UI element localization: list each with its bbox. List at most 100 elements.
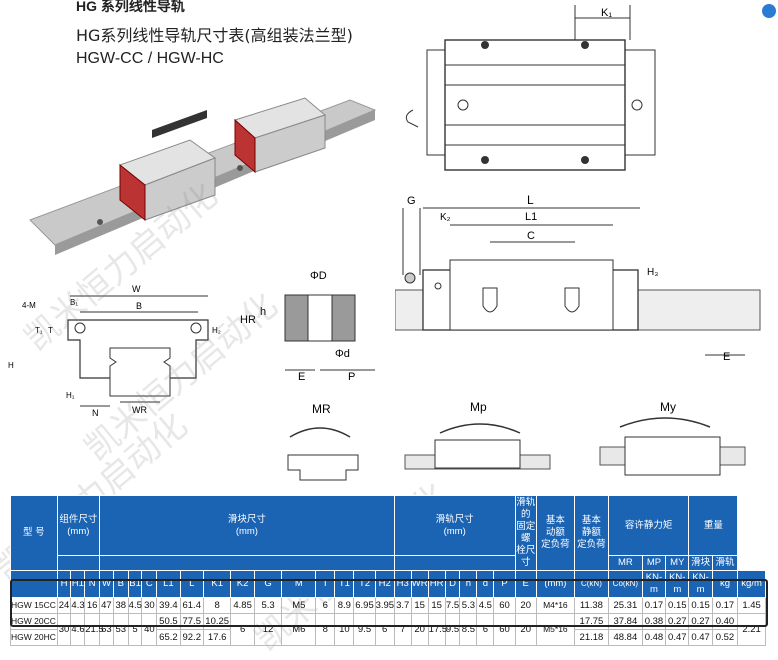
wr-label: WR bbox=[132, 405, 147, 415]
th-mp: MP bbox=[641, 555, 667, 571]
page-title: HG 系列线性导轨 bbox=[76, 0, 185, 14]
e-left-label: E bbox=[298, 371, 305, 383]
cell-bolt: M4*16 bbox=[535, 597, 575, 614]
cell-d: 4.5 bbox=[476, 597, 495, 614]
p-label: P bbox=[348, 371, 355, 383]
h1-label: H₁ bbox=[66, 391, 75, 400]
th-model: 型 号 bbox=[10, 495, 58, 571]
cell-C: 40 bbox=[141, 613, 158, 646]
th-sub-0: H bbox=[56, 570, 72, 598]
th-sub-1: H1 bbox=[70, 570, 86, 598]
cell-rail: 1.45 bbox=[737, 597, 766, 614]
th-rail: 滑轨尺寸 (mm) bbox=[393, 495, 516, 556]
cell-C_kN: 21.18 bbox=[573, 629, 609, 646]
th-sub-27: Co(kN) bbox=[607, 570, 643, 598]
th-sub-31: kg bbox=[711, 570, 739, 598]
th-sub-12: M bbox=[281, 570, 317, 598]
l1-label: L1 bbox=[525, 211, 537, 223]
cell-C: 30 bbox=[141, 597, 158, 614]
th-sub-25: (mm) bbox=[535, 570, 575, 598]
mr-label: MR bbox=[312, 402, 331, 416]
th-sub-16: H2 bbox=[374, 570, 395, 598]
n-label: N bbox=[92, 408, 99, 418]
cell-MY: 0.47 bbox=[688, 629, 713, 646]
cell-model: HGW 20CC bbox=[10, 613, 58, 630]
th-sub-26: C(kN) bbox=[573, 570, 609, 598]
cell-L1: 50.5 bbox=[156, 613, 181, 630]
cell-bolt: M5*16 bbox=[535, 613, 575, 646]
cell-MP: 0.27 bbox=[665, 613, 690, 630]
cell-W: 63 bbox=[99, 613, 114, 646]
th-sub-6: C bbox=[141, 570, 158, 598]
cell-K1: 8 bbox=[202, 597, 232, 614]
k2-label: K₂ bbox=[440, 212, 451, 223]
cell-H3: 3.7 bbox=[393, 597, 412, 614]
cell-L1: 39.4 bbox=[156, 597, 181, 614]
cell-C_kN: 11.38 bbox=[573, 597, 609, 614]
cell-B: 53 bbox=[112, 613, 129, 646]
spec-table: 型 号 组件尺寸 (mm) 滑块尺寸 (mm) 滑轨尺寸 (mm) 滑轨的 固定… bbox=[10, 495, 766, 646]
th-rail-w: 滑轨 bbox=[711, 555, 739, 571]
th-mr: MR bbox=[607, 555, 643, 571]
cell-K1: 10.25 bbox=[202, 613, 232, 630]
cell-H2: 6 bbox=[374, 613, 395, 646]
th-assembly: 组件尺寸 (mm) bbox=[56, 495, 101, 556]
cell-MR: 0.17 bbox=[641, 597, 667, 614]
t-label: T bbox=[48, 326, 53, 335]
l-label: L bbox=[527, 193, 534, 207]
cell-Co_kN: 37.84 bbox=[607, 613, 643, 630]
e-right-label: E bbox=[723, 351, 730, 363]
cell-T2: 6.95 bbox=[353, 597, 376, 614]
cell-K2: 6 bbox=[230, 613, 255, 646]
cell-T1: 8.9 bbox=[334, 597, 355, 614]
cell-blk: 0.40 bbox=[711, 613, 739, 630]
b1-label: B₁ bbox=[70, 298, 78, 307]
product-photo bbox=[29, 97, 377, 255]
four-m-label: 4-M bbox=[22, 301, 36, 310]
cell-G: 5.3 bbox=[253, 597, 283, 614]
c-label: C bbox=[527, 230, 535, 242]
th-sub-32: kg/m bbox=[737, 570, 766, 598]
block-rear bbox=[234, 97, 327, 174]
th-sub-11: G bbox=[253, 570, 283, 598]
cell-rail: 2.21 bbox=[737, 613, 766, 646]
th-sub-5: B1 bbox=[127, 570, 143, 598]
cell-D: 9.5 bbox=[444, 613, 461, 646]
th-my: MY bbox=[665, 555, 690, 571]
cell-E: 20 bbox=[514, 613, 537, 646]
my-label: My bbox=[660, 400, 676, 414]
cell-B1: 5 bbox=[127, 613, 143, 646]
th-sub-18: WR bbox=[410, 570, 429, 598]
phi-D-label: ΦD bbox=[310, 270, 327, 282]
k1-label: K₁ bbox=[601, 7, 612, 19]
th-sub-21: h bbox=[459, 570, 478, 598]
page-subtitle: HG系列线性导轨尺寸表(高组装法兰型) bbox=[76, 26, 353, 45]
cell-H1: 4.6 bbox=[70, 613, 86, 646]
cell-MP: 0.15 bbox=[665, 597, 690, 614]
cell-D: 7.5 bbox=[444, 597, 461, 614]
cell-B: 38 bbox=[112, 597, 129, 614]
cell-L: 92.2 bbox=[179, 629, 204, 646]
cell-MY: 0.15 bbox=[688, 597, 713, 614]
g-label: G bbox=[407, 195, 416, 207]
cell-MR: 0.38 bbox=[641, 613, 667, 630]
cell-M: M5 bbox=[281, 597, 317, 614]
th-sub-3: W bbox=[99, 570, 114, 598]
corner-badge-icon bbox=[762, 4, 776, 18]
cell-HR: 15 bbox=[427, 597, 446, 614]
th-sub-29: KN-m bbox=[665, 570, 690, 598]
th-sub-28: KN-m bbox=[641, 570, 667, 598]
th-sub-24: E bbox=[514, 570, 537, 598]
cross-section-drawing: W B B₁ 4-M T₁ T H₂ H H₁ N WR bbox=[8, 284, 221, 418]
th-bolt: 滑轨的 固定螺 栓尺寸 bbox=[514, 495, 537, 571]
h2-label: H₂ bbox=[212, 326, 221, 335]
cell-T: 6 bbox=[315, 597, 336, 614]
t1-label: T₁ bbox=[35, 326, 43, 335]
th-sub-13: T bbox=[315, 570, 336, 598]
b-label: B bbox=[136, 301, 142, 311]
cell-Co_kN: 25.31 bbox=[607, 597, 643, 614]
cell-MY: 0.27 bbox=[688, 613, 713, 630]
cell-N: 21.5 bbox=[84, 613, 104, 646]
th-dyn: 基本 动额 定负荷 bbox=[535, 495, 575, 571]
